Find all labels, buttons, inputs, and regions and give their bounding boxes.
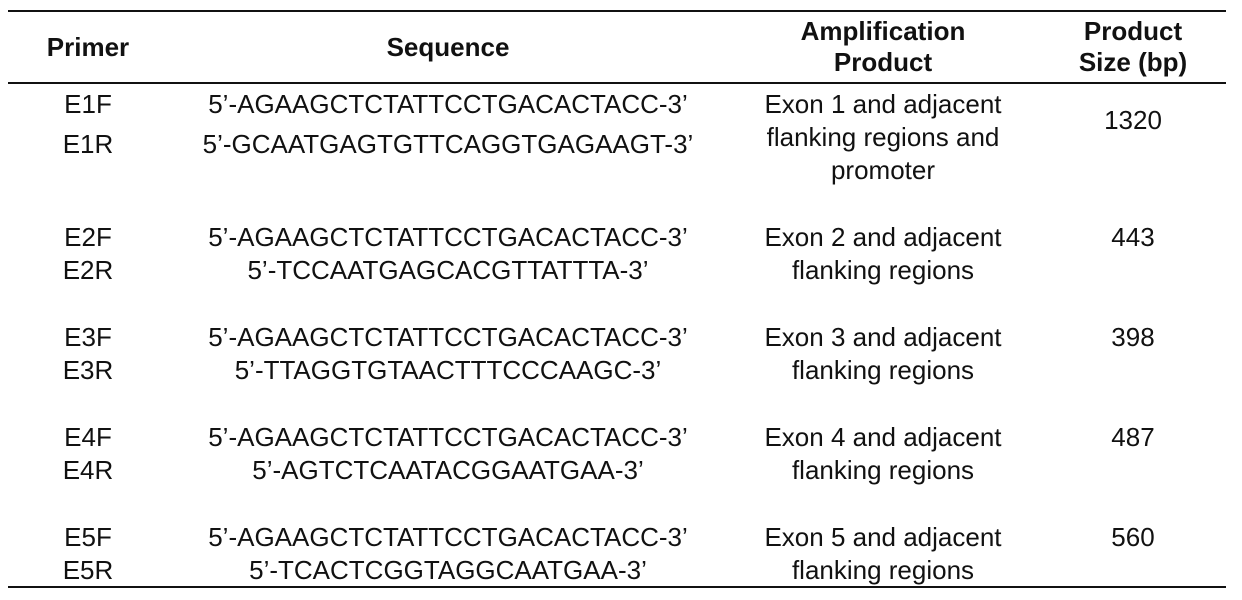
product-line: Exon 1 and adjacent	[764, 89, 1002, 119]
product-line: flanking regions	[791, 455, 975, 485]
sequence-text: 5’-AGAAGCTCTATTCCTGACACTACC-3’	[208, 322, 688, 352]
table-body: E1F E1R 5’-AGAAGCTCTATTCCTGACACTACC-3’ 5…	[8, 84, 1226, 586]
table-bottom-rule	[8, 586, 1226, 588]
primer-cell: E1R	[8, 128, 168, 161]
primer-name: E3R	[62, 355, 114, 385]
product-line: Exon 5 and adjacent	[764, 522, 1002, 552]
header-primer: Primer	[8, 32, 168, 63]
primer-name: E4R	[62, 455, 114, 485]
primer-name: E4F	[64, 422, 112, 452]
primer-name: E1F	[64, 89, 112, 119]
product-line: flanking regions	[791, 555, 975, 585]
product-size-cell: 1320	[1048, 104, 1218, 137]
product-size-cell: 398	[1048, 321, 1218, 354]
product-size-value: 398	[1111, 322, 1155, 352]
sequence-text: 5’-GCAATGAGTGTTCAGGTGAGAAGT-3’	[202, 129, 694, 159]
header-amplification-line2: Product	[833, 47, 933, 77]
amplification-product-cell: Exon 5 and adjacent flanking regions	[748, 521, 1018, 587]
product-size-value: 560	[1111, 522, 1155, 552]
product-line: Exon 3 and adjacent	[764, 322, 1002, 352]
amplification-product-cell: Exon 3 and adjacent flanking regions	[748, 321, 1018, 387]
header-size-line2: Size (bp)	[1078, 47, 1188, 77]
header-amplification-product: Amplification Product	[748, 16, 1018, 78]
amplification-product-cell: Exon 2 and adjacent flanking regions	[748, 221, 1018, 287]
product-line: flanking regions	[791, 355, 975, 385]
sequence-text: 5’-AGAAGCTCTATTCCTGACACTACC-3’	[208, 422, 688, 452]
primer-cell: E1F	[8, 88, 168, 121]
primer-name: E2R	[62, 255, 114, 285]
header-sequence-text: Sequence	[386, 32, 510, 62]
product-line: flanking regions	[791, 255, 975, 285]
product-size-value: 443	[1111, 222, 1155, 252]
amplification-product-cell: Exon 1 and adjacent flanking regions and…	[748, 88, 1018, 187]
primer-table: Primer Sequence Amplification Product Pr…	[8, 10, 1226, 588]
header-primer-text: Primer	[46, 32, 130, 62]
sequence-text: 5’-AGAAGCTCTATTCCTGACACTACC-3’	[208, 522, 688, 552]
header-product-size: Product Size (bp)	[1048, 16, 1218, 78]
sequence-text: 5’-TCCAATGAGCACGTTATTTA-3’	[247, 255, 649, 285]
product-size-value: 1320	[1104, 105, 1162, 135]
product-size-cell: 487	[1048, 421, 1218, 454]
primer-name: E5R	[62, 555, 114, 585]
sequence-cell: 5’-GCAATGAGTGTTCAGGTGAGAAGT-3’	[178, 128, 718, 161]
primer-name: E3F	[64, 322, 112, 352]
sequence-text: 5’-AGAAGCTCTATTCCTGACACTACC-3’	[208, 89, 688, 119]
table-header-rule	[8, 82, 1226, 84]
header-size-line1: Product	[1083, 16, 1183, 46]
product-line: Exon 4 and adjacent	[764, 422, 1002, 452]
header-amplification-line1: Amplification	[800, 16, 966, 46]
amplification-product-cell: Exon 4 and adjacent flanking regions	[748, 421, 1018, 487]
sequence-cell: 5’-AGAAGCTCTATTCCTGACACTACC-3’ 5’-TTAGGT…	[178, 321, 718, 387]
product-size-cell: 560	[1048, 521, 1218, 554]
product-size-value: 487	[1111, 422, 1155, 452]
sequence-cell: 5’-AGAAGCTCTATTCCTGACACTACC-3’ 5’-TCACTC…	[178, 521, 718, 587]
product-line: Exon 2 and adjacent	[764, 222, 1002, 252]
sequence-text: 5’-AGTCTCAATACGGAATGAA-3’	[252, 455, 644, 485]
sequence-cell: 5’-AGAAGCTCTATTCCTGACACTACC-3’ 5’-AGTCTC…	[178, 421, 718, 487]
primer-cell: E3F E3R	[8, 321, 168, 387]
primer-name: E2F	[64, 222, 112, 252]
primer-name: E5F	[64, 522, 112, 552]
product-line: promoter	[830, 155, 936, 185]
header-sequence: Sequence	[178, 32, 718, 63]
product-size-cell: 443	[1048, 221, 1218, 254]
sequence-text: 5’-TCACTCGGTAGGCAATGAA-3’	[249, 555, 647, 585]
sequence-text: 5’-AGAAGCTCTATTCCTGACACTACC-3’	[208, 222, 688, 252]
primer-name: E1R	[62, 129, 114, 159]
product-line: flanking regions and	[766, 122, 1000, 152]
primer-cell: E4F E4R	[8, 421, 168, 487]
sequence-cell: 5’-AGAAGCTCTATTCCTGACACTACC-3’ 5’-TCCAAT…	[178, 221, 718, 287]
table-header: Primer Sequence Amplification Product Pr…	[8, 12, 1226, 82]
sequence-cell: 5’-AGAAGCTCTATTCCTGACACTACC-3’	[178, 88, 718, 121]
table-top-rule	[8, 10, 1226, 12]
sequence-text: 5’-TTAGGTGTAACTTTCCCAAGC-3’	[234, 355, 662, 385]
primer-cell: E5F E5R	[8, 521, 168, 587]
primer-cell: E2F E2R	[8, 221, 168, 287]
